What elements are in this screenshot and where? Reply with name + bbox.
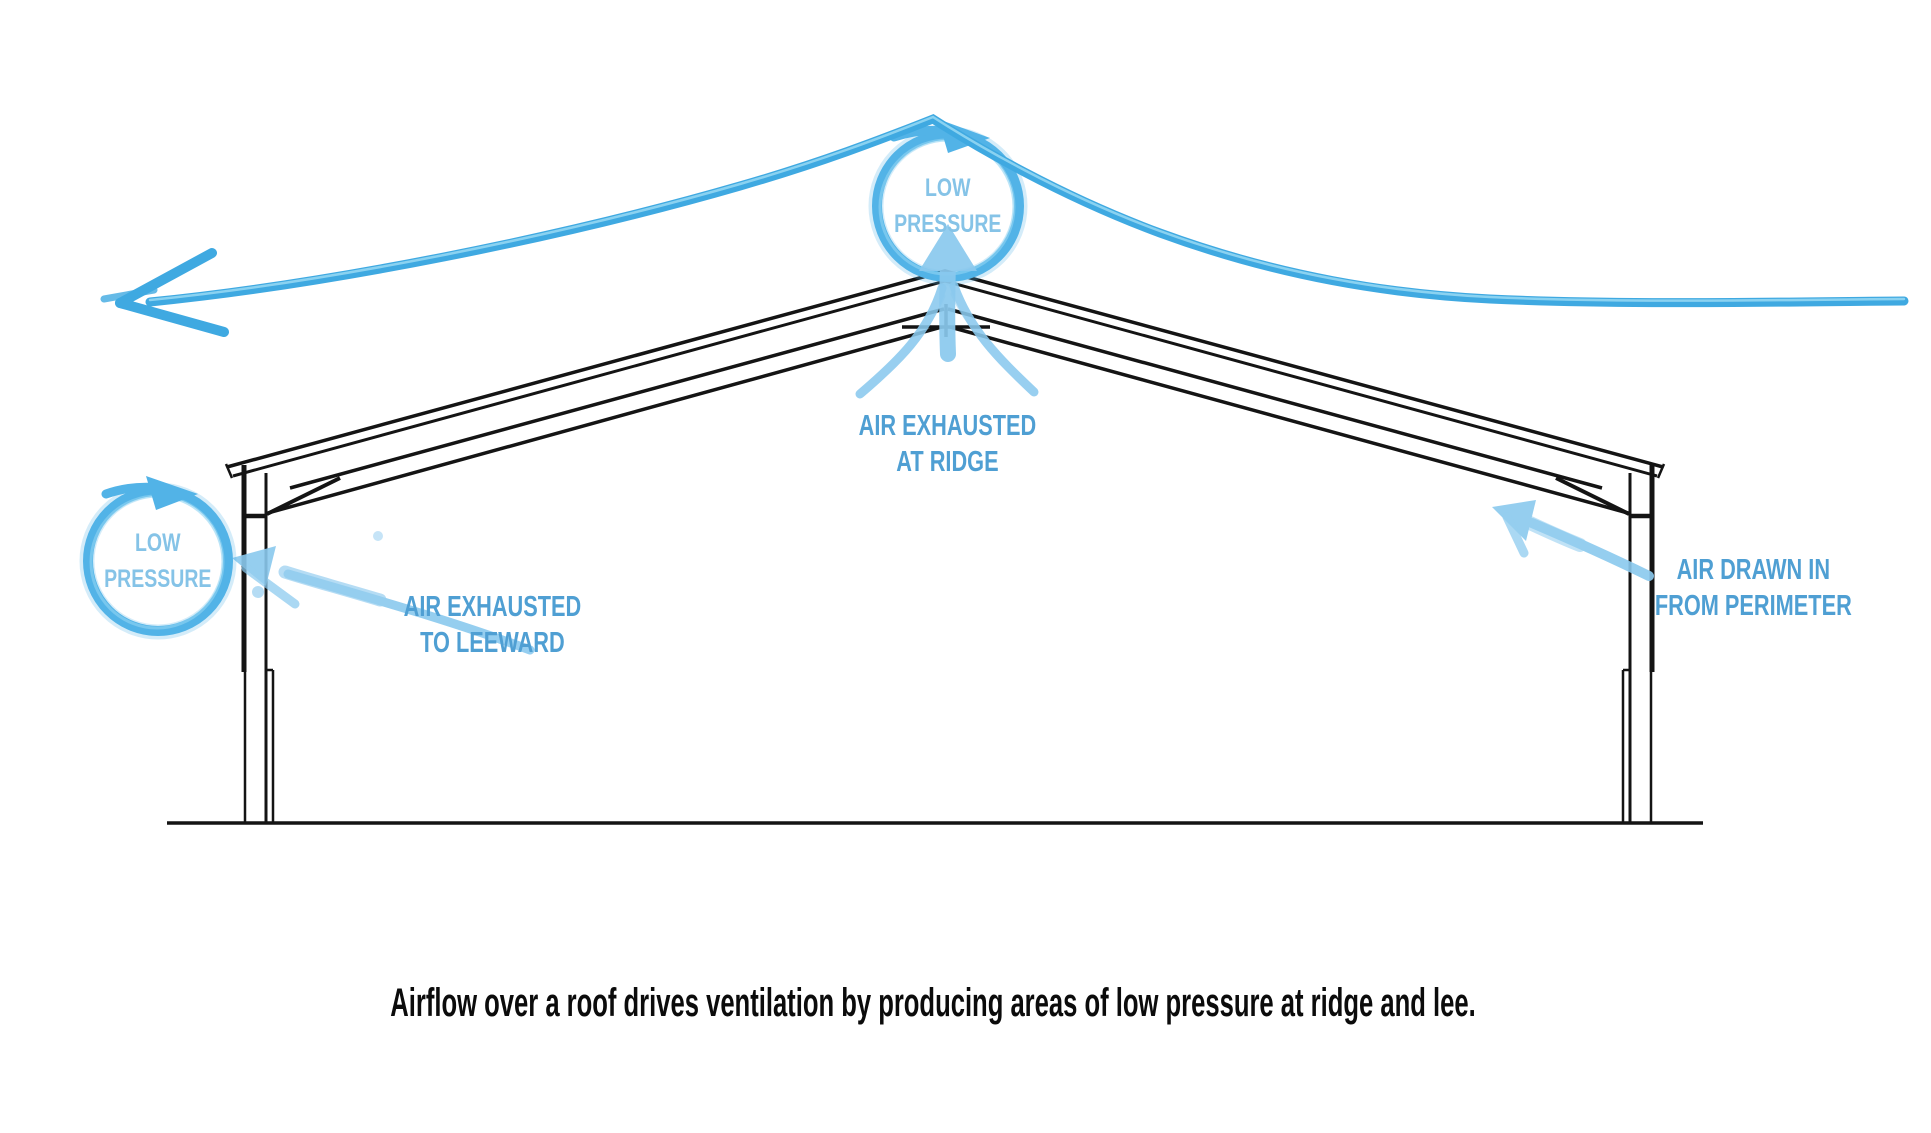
left-knee-brace (266, 476, 341, 516)
right-knee-brace (1555, 476, 1630, 516)
left-column (241, 465, 275, 823)
leeward-exhaust-arrow-icon (232, 531, 535, 655)
wind-stream-arrow-icon (100, 113, 1909, 337)
figure-caption: Airflow over a roof drives ventilation b… (33, 981, 1833, 1025)
right-column (1621, 465, 1655, 823)
figure-caption-text: Airflow over a roof drives ventilation b… (390, 981, 1476, 1025)
perimeter-intake-arrow-icon (1492, 500, 1654, 581)
rafters (267, 307, 1629, 515)
building-section-drawing (167, 269, 1703, 825)
ridge-exhaust-up-arrow-icon (919, 224, 977, 362)
ridge-exhaust-streams-icon (855, 281, 1039, 399)
lee-low-pressure-circle-icon (79, 476, 237, 640)
ink-dot (373, 531, 383, 541)
